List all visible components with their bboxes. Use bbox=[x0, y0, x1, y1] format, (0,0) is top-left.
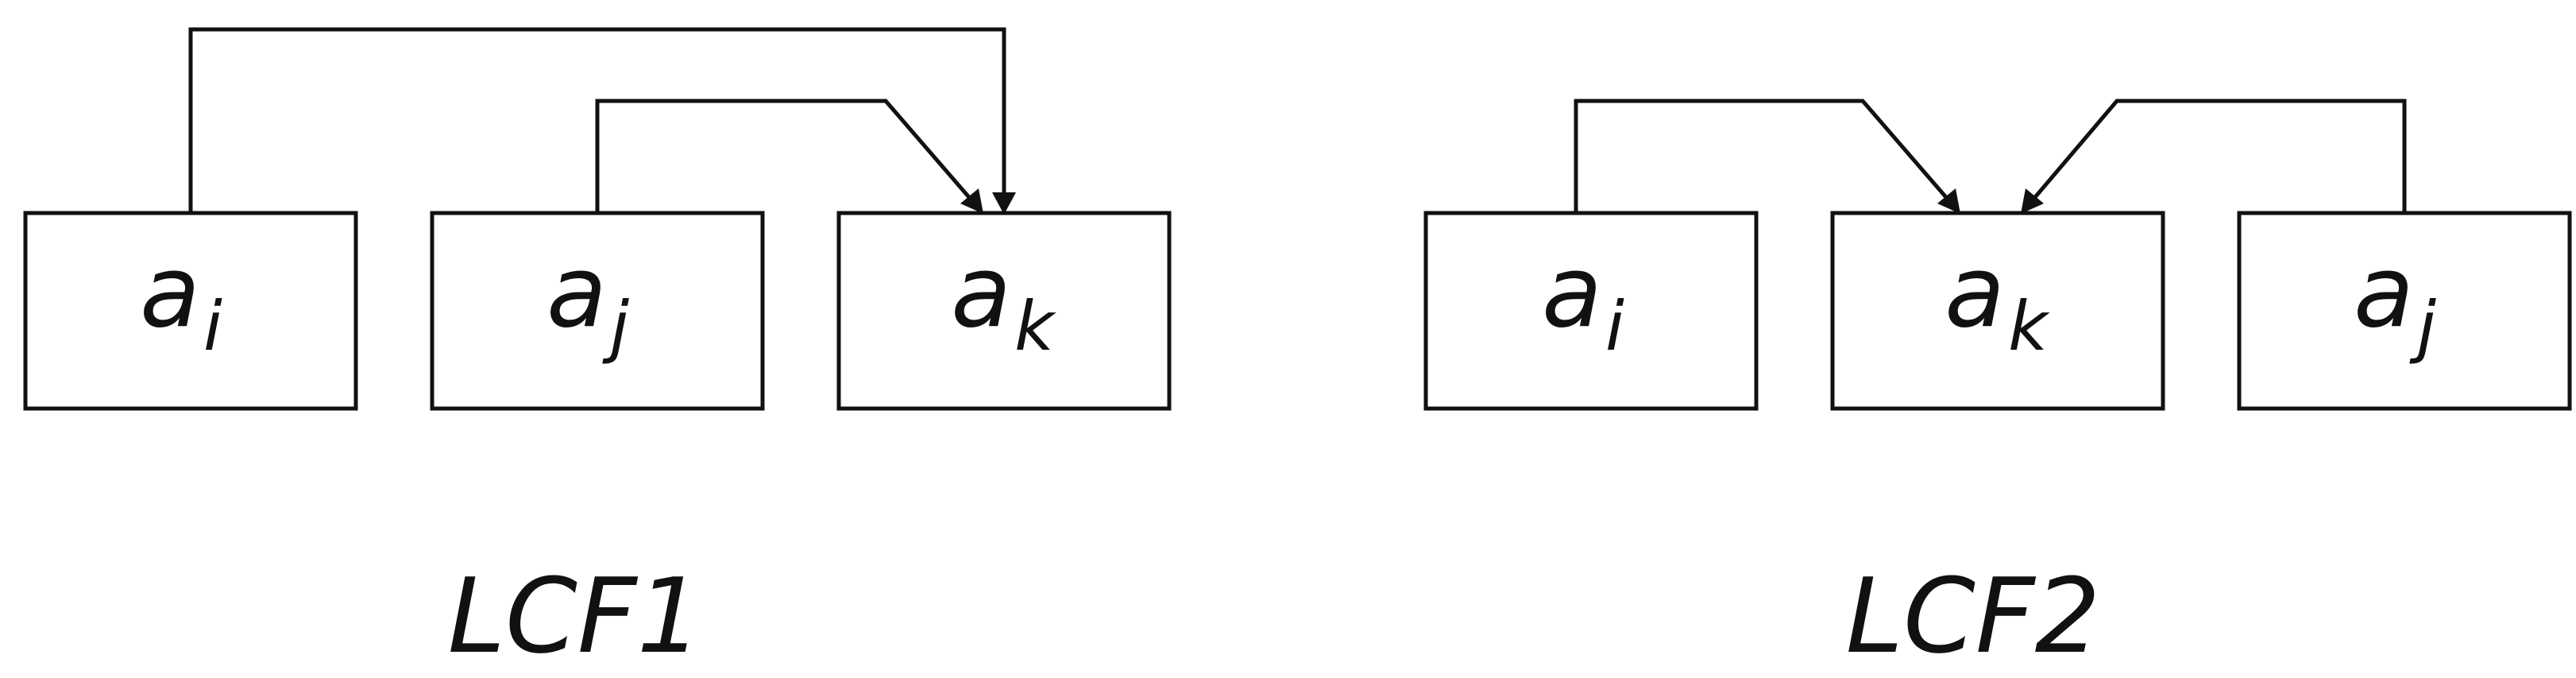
lcf2-node-middle: ak bbox=[1830, 211, 2165, 411]
node-base-letter: a bbox=[2354, 235, 2414, 350]
lcf2-edge-aj-to-ak bbox=[2021, 99, 2407, 214]
lcf1-node-middle: aj bbox=[430, 211, 765, 411]
node-base-letter: a bbox=[1945, 235, 2005, 350]
lcf1-node-left: ai bbox=[23, 211, 358, 411]
lcf2-caption: LCF2 bbox=[1846, 556, 2101, 676]
lcf1-node-right: ak bbox=[836, 211, 1172, 411]
lcf1-edge-ai-to-ak bbox=[188, 27, 1016, 215]
node-subscript: k bbox=[1014, 287, 1056, 366]
node-base-letter: a bbox=[1542, 235, 1602, 350]
node-subscript: k bbox=[2008, 287, 2050, 366]
svg-text:ai: ai bbox=[1542, 235, 1624, 366]
lcf1-edge-aj-to-ak bbox=[595, 99, 983, 214]
lcf2-node-right: aj bbox=[2237, 211, 2572, 411]
node-base-letter: a bbox=[951, 235, 1011, 350]
node-base-letter: a bbox=[546, 235, 607, 350]
lcf1-diagram: ai aj ak LCF1 bbox=[23, 27, 1172, 676]
lcf1-caption: LCF1 bbox=[448, 556, 703, 676]
svg-text:ai: ai bbox=[140, 235, 222, 366]
lcf2-diagram: ai ak aj LCF2 bbox=[1423, 99, 2572, 676]
svg-text:ak: ak bbox=[951, 235, 1056, 366]
svg-text:aj: aj bbox=[546, 235, 629, 366]
node-subscript: i bbox=[1605, 287, 1624, 366]
lcf2-edge-ai-to-ak bbox=[1574, 99, 1960, 214]
svg-text:ak: ak bbox=[1945, 235, 2050, 366]
lcf2-node-left: ai bbox=[1423, 211, 1759, 411]
node-base-letter: a bbox=[140, 235, 200, 350]
node-subscript: i bbox=[203, 287, 222, 366]
